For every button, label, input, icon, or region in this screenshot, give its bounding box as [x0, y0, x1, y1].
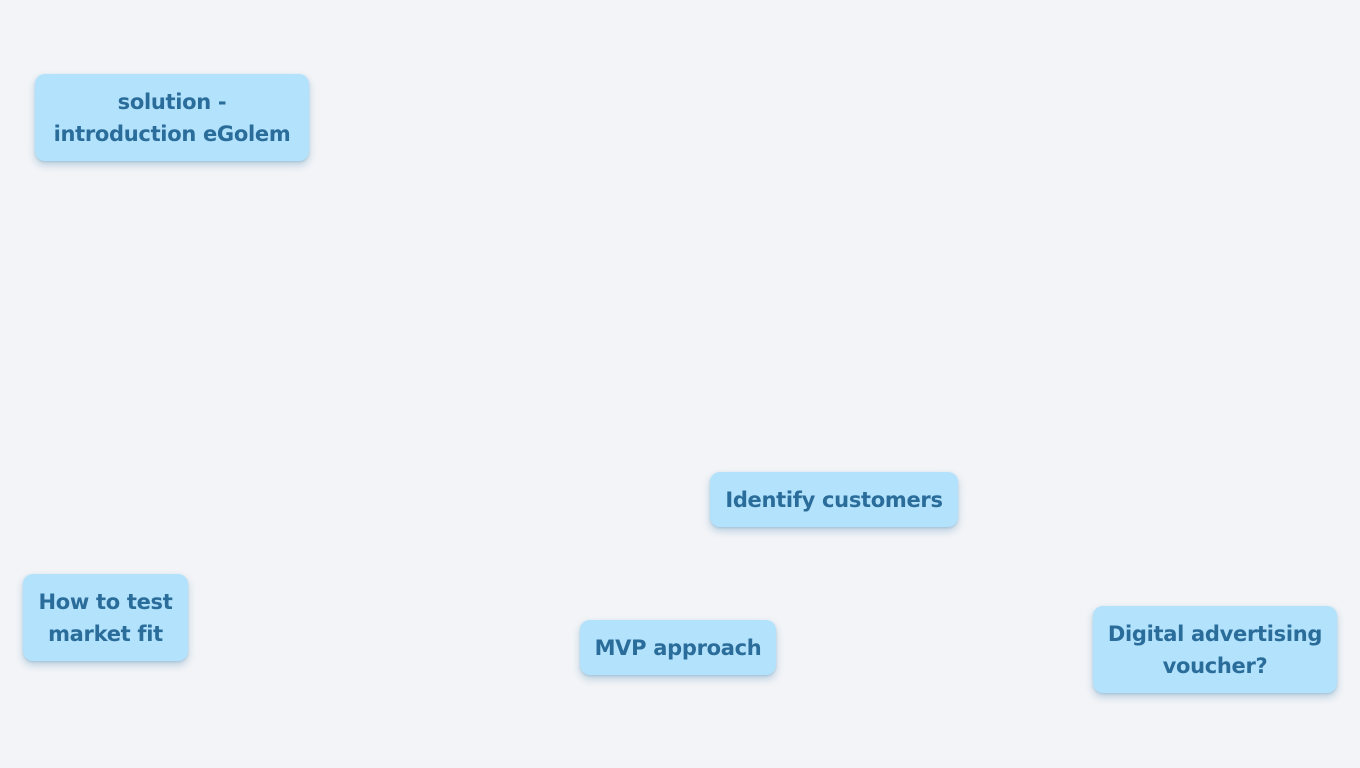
sticky-note-text: Identify customers	[725, 487, 943, 512]
sticky-note-digital-advertising-voucher[interactable]: Digital advertising voucher?	[1093, 606, 1337, 693]
sticky-note-text: MVP approach	[594, 635, 762, 660]
sticky-note-text: How to test market fit	[38, 589, 173, 646]
sticky-note-solution-introduction[interactable]: solution - introduction eGolem	[35, 74, 309, 161]
sticky-note-test-market-fit[interactable]: How to test market fit	[23, 574, 188, 661]
sticky-note-text: Digital advertising voucher?	[1107, 621, 1323, 678]
sticky-note-identify-customers[interactable]: Identify customers	[710, 472, 958, 527]
sticky-note-text: solution - introduction eGolem	[53, 89, 291, 146]
sticky-note-mvp-approach[interactable]: MVP approach	[580, 620, 776, 675]
